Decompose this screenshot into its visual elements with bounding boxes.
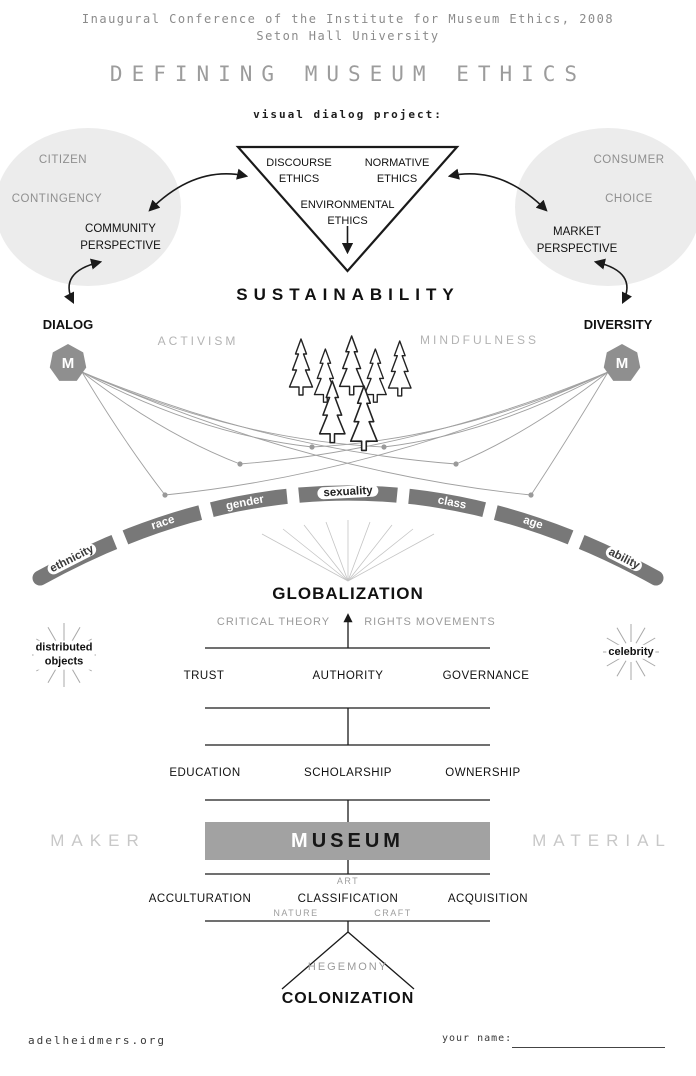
nature-label: NATURE — [273, 908, 319, 918]
authority-label: AUTHORITY — [312, 670, 384, 682]
community-sphere — [0, 128, 181, 286]
badge-letter-right: M — [615, 354, 629, 372]
normative-ethics-label: NORMATIVE ETHICS — [364, 157, 430, 185]
conference-title-line2: Seton Hall University — [256, 29, 440, 43]
conference-title-line1: Inaugural Conference of the Institute fo… — [81, 12, 615, 26]
material-label: MATERIAL — [532, 831, 672, 850]
distributed-objects-label: distributed objects — [33, 640, 95, 670]
tier-brackets — [205, 613, 490, 990]
ownership-label: OWNERSHIP — [445, 767, 521, 779]
hegemony-peak — [281, 931, 415, 990]
scholarship-label: SCHOLARSHIP — [304, 767, 392, 779]
dialog-label: DIALOG — [42, 317, 94, 332]
museum-rest: USEUM — [311, 829, 404, 852]
classification-label: CLASSIFICATION — [297, 893, 399, 905]
connector-arrows — [63, 168, 633, 305]
network-nodes — [162, 444, 534, 498]
your-name-label: your name: — [442, 1033, 513, 1044]
environmental-ethics-label: ENVIRONMENTAL ETHICS — [300, 199, 395, 227]
discourse-ethics-label: DISCOURSE ETHICS — [266, 157, 332, 185]
maker-label: MAKER — [50, 831, 146, 850]
critical-theory-label: CRITICAL THEORY — [216, 616, 331, 628]
convergence-fan — [261, 520, 435, 582]
globalization-title: GLOBALIZATION — [272, 584, 424, 603]
consumer-label: CONSUMER — [593, 154, 665, 166]
museum-initial: M — [291, 829, 312, 852]
community-perspective-label: COMMUNITY PERSPECTIVE — [80, 223, 161, 252]
craft-label: CRAFT — [374, 908, 412, 918]
market-perspective-label: MARKET PERSPECTIVE — [536, 226, 618, 255]
contingency-label: CONTINGENCY — [11, 193, 103, 205]
project-label: visual dialog project: — [253, 108, 443, 121]
acculturation-label: ACCULTURATION — [148, 893, 252, 905]
name-blank-line — [512, 1047, 665, 1048]
website-label: adelheidmers.org — [28, 1034, 166, 1047]
poster-title: DEFINING MUSEUM ETHICS — [109, 62, 587, 86]
trust-label: TRUST — [183, 670, 225, 682]
ethics-triangle-shape — [235, 145, 460, 273]
sustainability-title: SUSTAINABILITY — [236, 285, 460, 304]
activism-label: ACTIVISM — [157, 334, 239, 348]
colonization-title: COLONIZATION — [281, 990, 415, 1007]
trees-icon — [288, 335, 412, 452]
governance-label: GOVERNANCE — [442, 670, 530, 682]
hegemony-label: HEGEMONY — [307, 961, 389, 973]
mindfulness-label: MINDFULNESS — [419, 333, 539, 347]
acquisition-label: ACQUISITION — [447, 893, 529, 905]
badge-letter-left: M — [61, 354, 75, 372]
dialog-diversity-network — [81, 371, 609, 496]
celebrity-label: celebrity — [606, 644, 656, 660]
citizen-label: CITIZEN — [38, 154, 88, 166]
choice-label: CHOICE — [605, 193, 653, 205]
rights-movements-label: RIGHTS MOVEMENTS — [364, 616, 496, 628]
education-label: EDUCATION — [169, 767, 241, 779]
market-sphere — [515, 128, 696, 286]
art-label: ART — [336, 876, 360, 886]
diversity-label: DIVERSITY — [583, 317, 653, 332]
